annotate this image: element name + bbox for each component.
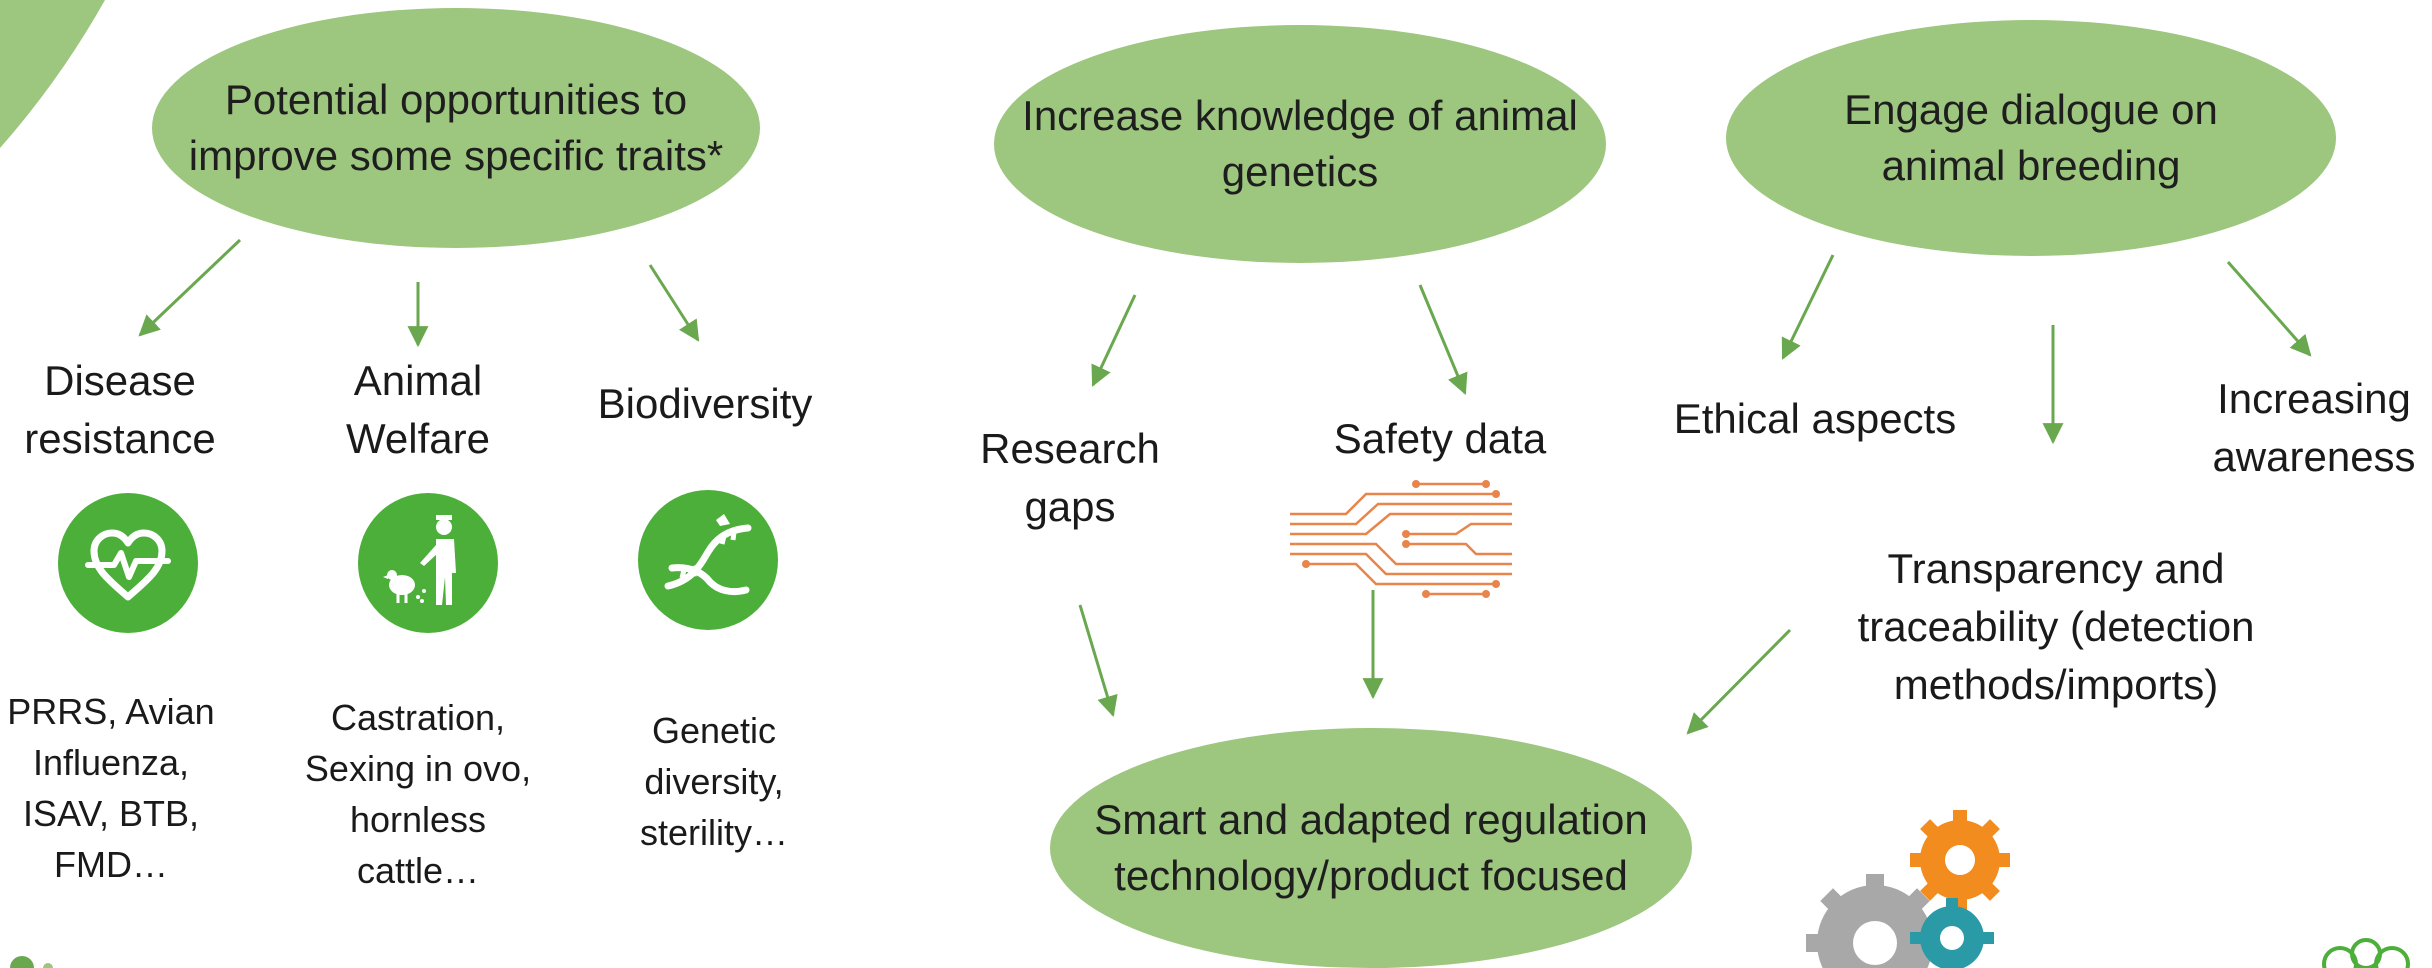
arrow-research-to-regulation	[1078, 604, 1118, 718]
arrow-to-awareness	[2226, 261, 2312, 357]
bubble-opportunities-text: Potential opportunities to improve some …	[188, 76, 724, 179]
arrow-to-disease	[138, 238, 242, 337]
corner-decoration	[0, 0, 105, 148]
bubble-dialogue-text: Engage dialogue on animal breeding	[1844, 86, 2218, 189]
ethical-aspects-label: Ethical aspects	[1673, 395, 1957, 442]
trait-welfare-examples: Castration, Sexing in ovo, hornless catt…	[304, 697, 532, 891]
circuit-icon	[1290, 480, 1512, 598]
logo-icon	[2322, 938, 2410, 968]
research-gaps-label: Research gaps	[980, 425, 1160, 530]
trait-biodiversity-label: Biodiversity	[597, 380, 813, 427]
bubble-regulation: Smart and adapted regulation technology/…	[1050, 728, 1692, 968]
heart-pulse-icon	[58, 493, 198, 633]
arrow-to-safety	[1418, 284, 1468, 395]
gears-icon	[1806, 810, 2010, 968]
dna-icon	[638, 490, 778, 630]
bubble-knowledge: Increase knowledge of animal genetics	[994, 25, 1606, 263]
farmer-chicken-icon	[358, 493, 498, 633]
safety-data-label: Safety data	[1333, 415, 1547, 462]
transparency-label: Transparency and traceability (detection…	[1857, 545, 2255, 708]
bubble-opportunities: Potential opportunities to improve some …	[152, 8, 760, 248]
bubble-dialogue: Engage dialogue on animal breeding	[1726, 20, 2336, 256]
bullet-decoration	[10, 956, 53, 968]
increasing-awareness-label: Increasing awareness	[2212, 375, 2416, 480]
bubble-regulation-text: Smart and adapted regulation technology/…	[1094, 796, 1648, 899]
arrow-to-research	[1091, 294, 1137, 387]
trait-disease-examples: PRRS, Avian Influenza, ISAV, BTB, FMD…	[7, 691, 215, 885]
trait-welfare-label: Animal Welfare	[346, 357, 490, 462]
arrow-to-biodiversity	[648, 264, 700, 342]
trait-biodiversity-examples: Genetic diversity, sterility…	[639, 710, 788, 853]
trait-disease-label: Disease resistance	[24, 357, 216, 462]
arrow-transparency-to-regulation	[1686, 628, 1792, 735]
arrow-to-ethical	[1781, 254, 1835, 360]
bubble-knowledge-text: Increase knowledge of animal genetics	[1022, 92, 1578, 195]
